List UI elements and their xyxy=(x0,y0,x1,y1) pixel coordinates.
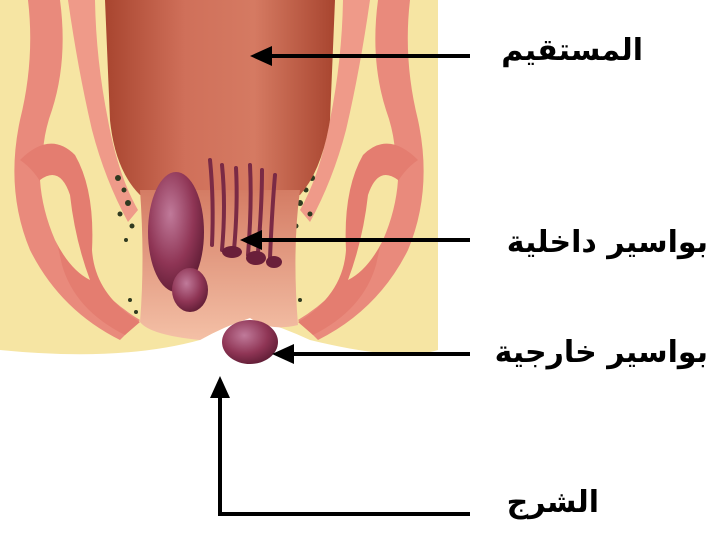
external-hemorrhoid xyxy=(222,320,278,364)
label-internal-hemorrhoids: بواسير داخلية xyxy=(507,228,708,258)
label-rectum: المستقيم xyxy=(501,36,643,66)
arrow-anus xyxy=(210,376,470,514)
label-anus: الشرج xyxy=(507,488,599,518)
label-external-hemorrhoids: بواسير خارجية xyxy=(495,338,708,368)
internal-hemorrhoid-small xyxy=(172,268,208,312)
rectum xyxy=(105,0,335,195)
